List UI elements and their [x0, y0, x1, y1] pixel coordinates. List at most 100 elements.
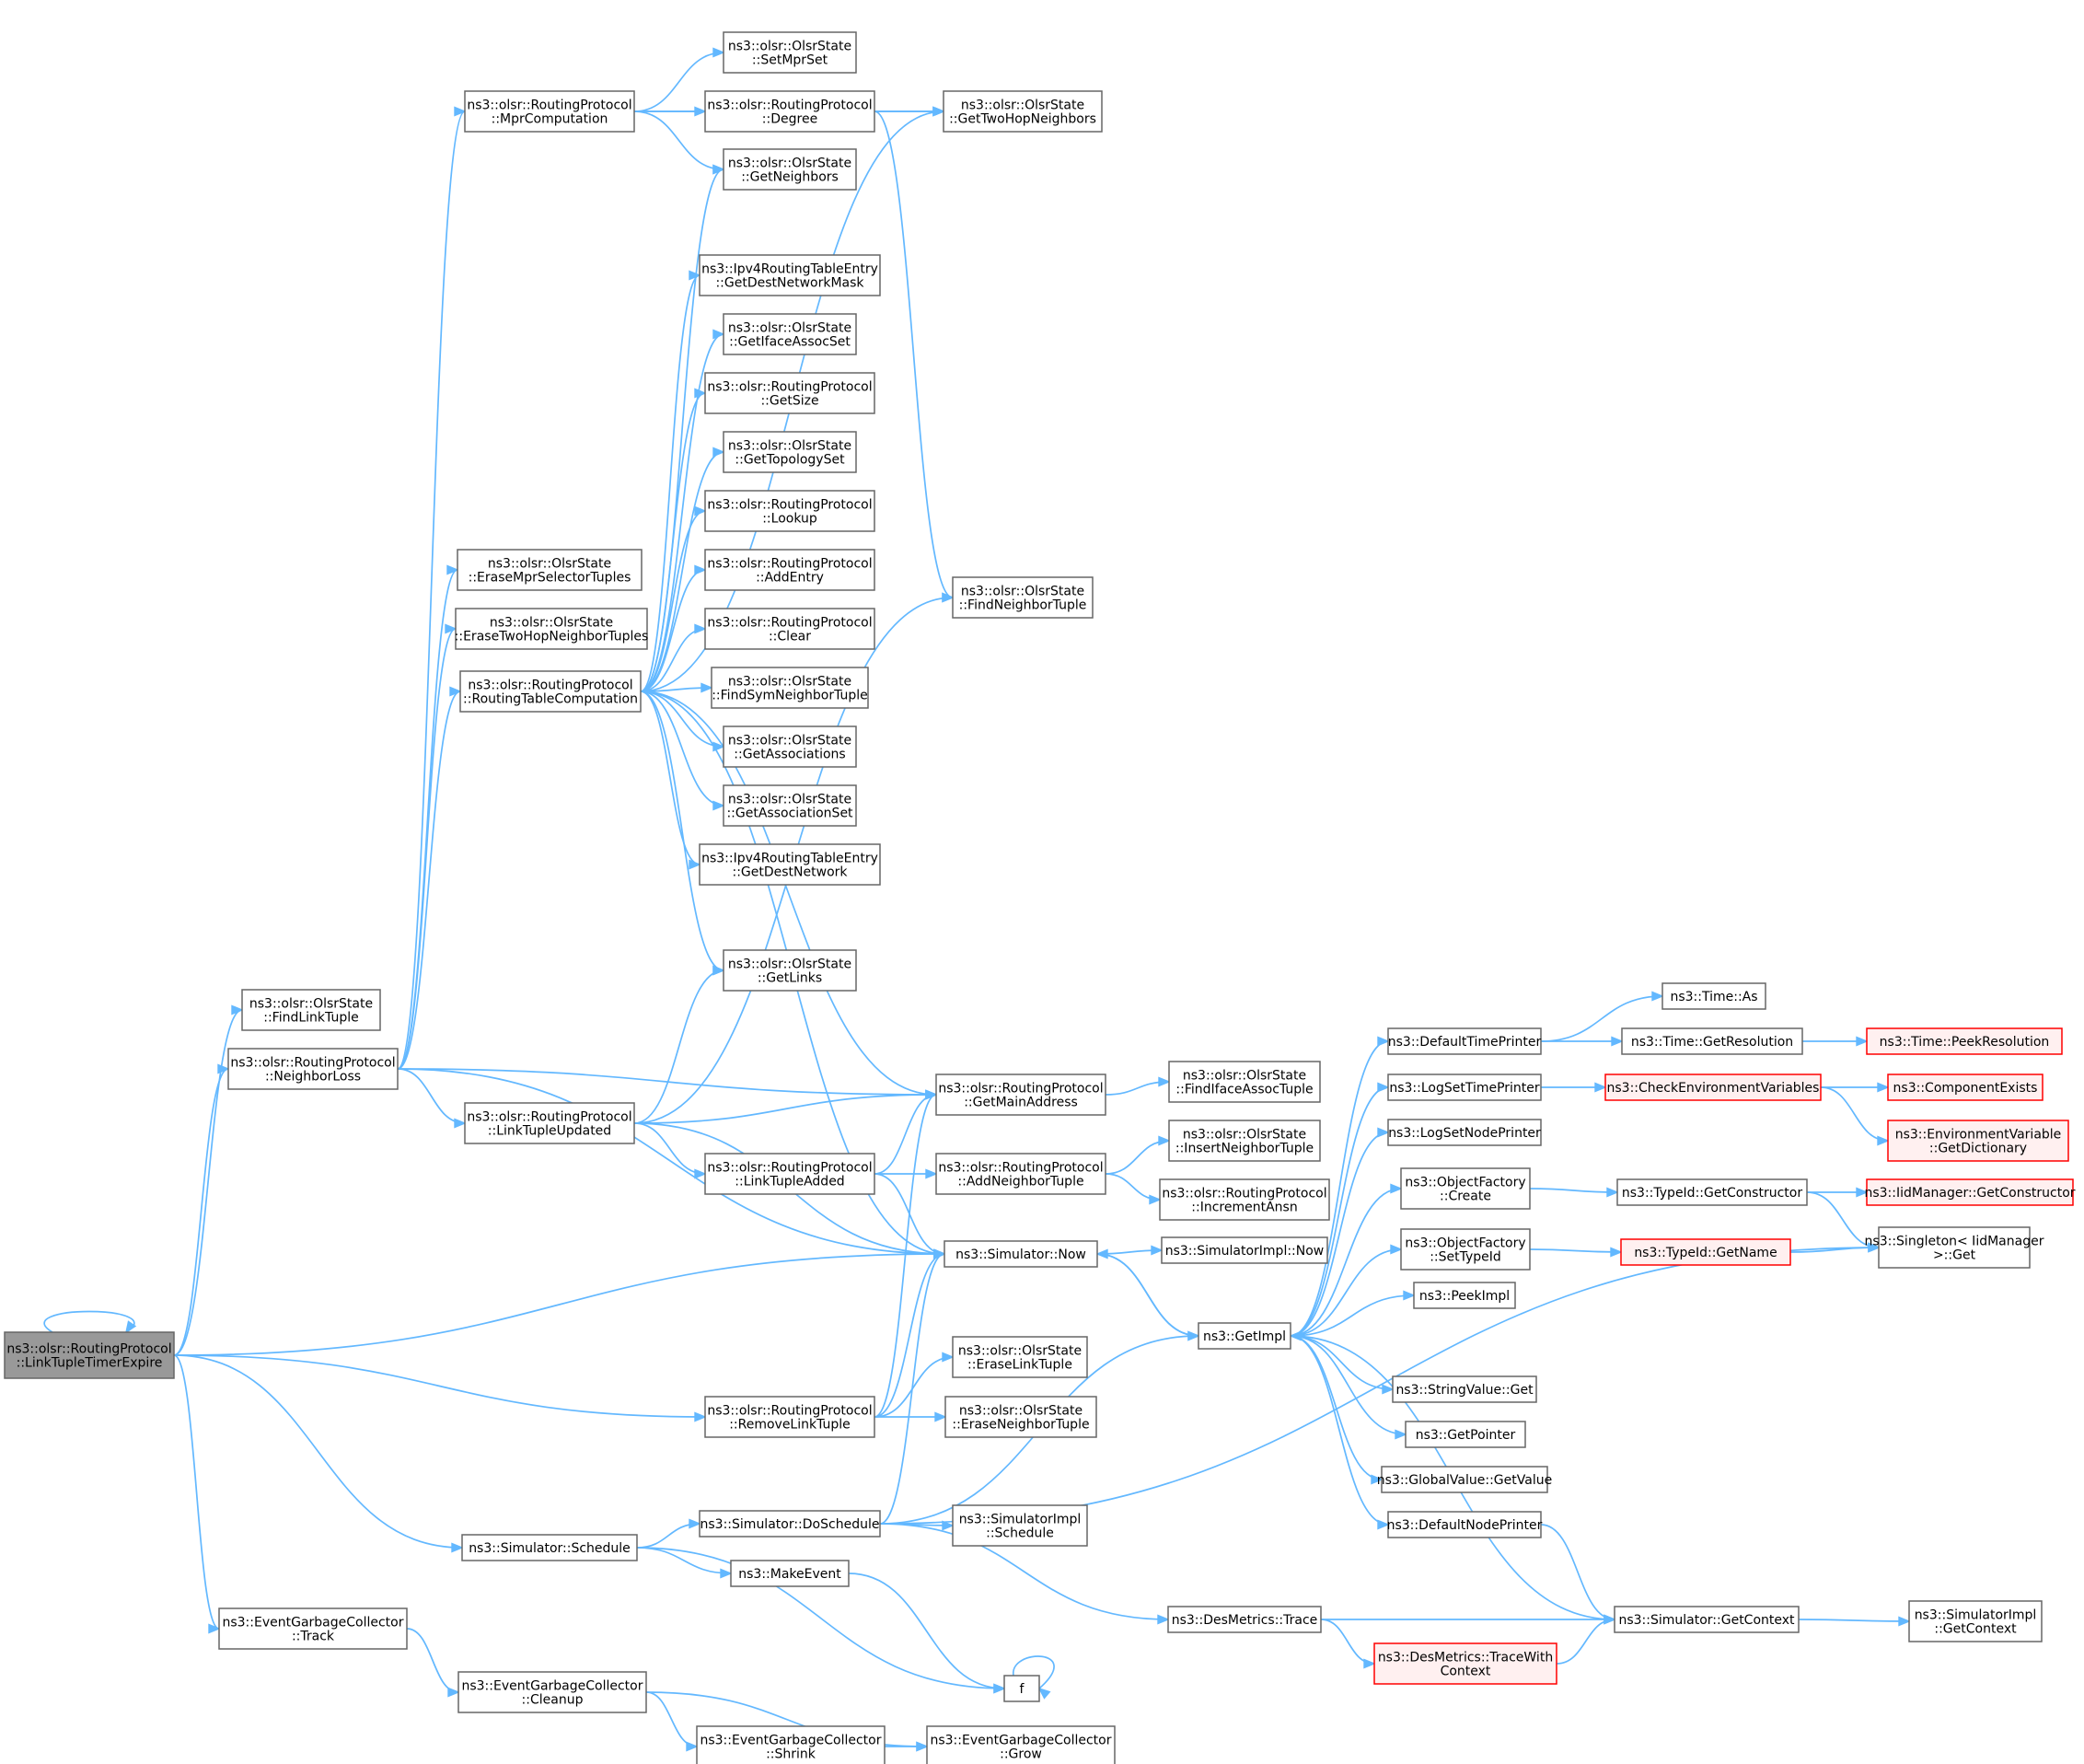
- node-cleanup[interactable]: ns3::EventGarbageCollector::Cleanup: [457, 1671, 647, 1713]
- node-eraselink[interactable]: ns3::olsr::OlsrState::EraseLinkTuple: [952, 1336, 1088, 1378]
- node-neighborloss[interactable]: ns3::olsr::RoutingProtocol::NeighborLoss: [227, 1048, 399, 1090]
- arrowhead-rtc-getsize: [694, 388, 707, 399]
- node-degree[interactable]: ns3::olsr::RoutingProtocol::Degree: [704, 90, 875, 133]
- node-addneighbor[interactable]: ns3::olsr::RoutingProtocol::AddNeighborT…: [935, 1153, 1106, 1195]
- node-typeidgetcons[interactable]: ns3::TypeId::GetConstructor: [1616, 1178, 1808, 1206]
- node-box: [1387, 1073, 1542, 1101]
- node-getdestmask[interactable]: ns3::Ipv4RoutingTableEntry::GetDestNetwo…: [699, 254, 881, 296]
- node-getsize[interactable]: ns3::olsr::RoutingProtocol::GetSize: [704, 372, 875, 414]
- node-logsettime[interactable]: ns3::LogSetTimePrinter: [1387, 1073, 1542, 1101]
- arrowhead-neighborloss-erasetwohop: [445, 623, 457, 634]
- node-label: ns3::Simulator::GetContext: [1618, 1613, 1795, 1628]
- node-box: [723, 725, 857, 768]
- node-defaultnode[interactable]: ns3::DefaultNodePrinter: [1387, 1511, 1543, 1538]
- node-label: ::FindNeighborTuple: [959, 598, 1087, 613]
- node-compexists[interactable]: ns3::ComponentExists: [1887, 1073, 2043, 1101]
- node-simimplcontext[interactable]: ns3::SimulatorImpl::GetContext: [1908, 1600, 2043, 1642]
- node-getneighbors[interactable]: ns3::olsr::OlsrState::GetNeighbors: [723, 148, 857, 191]
- node-box: [1621, 1027, 1803, 1055]
- node-label: ::Schedule: [986, 1526, 1054, 1541]
- node-box: [459, 670, 642, 713]
- node-makeevent[interactable]: ns3::MakeEvent: [730, 1560, 850, 1587]
- node-label: ns3::EnvironmentVariable: [1895, 1128, 2062, 1143]
- node-gettopology[interactable]: ns3::olsr::OlsrState::GetTopologySet: [723, 431, 857, 473]
- node-getimpl[interactable]: ns3::GetImpl: [1198, 1322, 1291, 1350]
- node-setmpr[interactable]: ns3::olsr::OlsrState::SetMprSet: [723, 31, 857, 74]
- edge-removelink-getmain: [874, 1094, 937, 1418]
- node-label: ::LinkTupleTimerExpire: [17, 1356, 163, 1371]
- node-schedule[interactable]: ns3::Simulator::Schedule: [461, 1534, 638, 1561]
- arrowhead-removelink-getmain: [925, 1089, 938, 1100]
- node-getcontext[interactable]: ns3::Simulator::GetContext: [1614, 1606, 1800, 1633]
- node-defaulttime[interactable]: ns3::DefaultTimePrinter: [1387, 1027, 1542, 1055]
- edge-removelink-now: [874, 1253, 945, 1418]
- arrowhead-desmetrics-tracewith: [1363, 1658, 1376, 1669]
- node-ofsettype[interactable]: ns3::ObjectFactory::SetTypeId: [1400, 1228, 1531, 1271]
- node-peekres[interactable]: ns3::Time::PeekResolution: [1866, 1027, 2063, 1055]
- node-timeas[interactable]: ns3::Time::As: [1661, 982, 1766, 1010]
- node-simimplschedule[interactable]: ns3::SimulatorImpl::Schedule: [952, 1504, 1088, 1547]
- node-peekimpl[interactable]: ns3::PeekImpl: [1413, 1282, 1516, 1309]
- node-box: [944, 1240, 1098, 1268]
- node-getdestnet[interactable]: ns3::Ipv4RoutingTableEntry::GetDestNetwo…: [699, 843, 881, 886]
- node-iidgetcons[interactable]: ns3::IidManager::GetConstructor: [1864, 1178, 2076, 1206]
- node-typeidgetname[interactable]: ns3::TypeId::GetName: [1620, 1238, 1791, 1266]
- node-erasemprsel[interactable]: ns3::olsr::OlsrState::EraseMprSelectorTu…: [457, 549, 643, 591]
- node-shrink[interactable]: ns3::EventGarbageCollector::Shrink: [696, 1725, 886, 1764]
- node-ofcreate[interactable]: ns3::ObjectFactory::Create: [1400, 1167, 1531, 1210]
- node-lookup[interactable]: ns3::olsr::RoutingProtocol::Lookup: [704, 490, 875, 532]
- node-singleton[interactable]: ns3::Singleton< IidManager>::Get: [1865, 1226, 2044, 1269]
- node-now[interactable]: ns3::Simulator::Now: [944, 1240, 1098, 1268]
- edge-f-f: [1013, 1655, 1055, 1689]
- node-getpointer[interactable]: ns3::GetPointer: [1405, 1421, 1526, 1448]
- node-stringget[interactable]: ns3::StringValue::Get: [1392, 1375, 1537, 1403]
- node-getmain[interactable]: ns3::olsr::RoutingProtocol::GetMainAddre…: [935, 1073, 1106, 1116]
- node-gettwohop[interactable]: ns3::olsr::OlsrState::GetTwoHopNeighbors: [943, 90, 1103, 133]
- node-ltu[interactable]: ns3::olsr::RoutingProtocol::LinkTupleUpd…: [464, 1102, 635, 1144]
- edge-doschedule-desmetrics: [879, 1523, 1169, 1620]
- node-envdict[interactable]: ns3::EnvironmentVariable::GetDictionary: [1887, 1120, 2069, 1162]
- arrowhead-logsettime-checkenv: [1594, 1082, 1607, 1093]
- node-findneighbor[interactable]: ns3::olsr::OlsrState::FindNeighborTuple: [952, 576, 1094, 619]
- node-checkenv[interactable]: ns3::CheckEnvironmentVariables: [1604, 1073, 1822, 1101]
- node-f[interactable]: f: [1003, 1675, 1040, 1702]
- node-eraseneighbor[interactable]: ns3::olsr::OlsrState::EraseNeighborTuple: [944, 1396, 1097, 1438]
- node-getassocset[interactable]: ns3::olsr::OlsrState::GetAssociationSet: [723, 784, 857, 827]
- arrowhead-rtc-getiface: [712, 329, 725, 340]
- node-rtc[interactable]: ns3::olsr::RoutingProtocol::RoutingTable…: [459, 670, 642, 713]
- arrowhead-getimpl-ofcreate: [1390, 1183, 1403, 1194]
- node-globalget[interactable]: ns3::GlobalValue::GetValue: [1377, 1466, 1552, 1493]
- node-getiface[interactable]: ns3::olsr::OlsrState::GetIfaceAssocSet: [723, 313, 857, 355]
- node-addentry[interactable]: ns3::olsr::RoutingProtocol::AddEntry: [704, 549, 875, 591]
- node-doschedule[interactable]: ns3::Simulator::DoSchedule: [699, 1510, 881, 1538]
- node-root[interactable]: ns3::olsr::RoutingProtocol::LinkTupleTim…: [4, 1331, 175, 1379]
- node-logsetnode[interactable]: ns3::LogSetNodePrinter: [1387, 1119, 1542, 1146]
- node-box: [952, 1504, 1088, 1547]
- node-findifaceassoc[interactable]: ns3::olsr::OlsrState::FindIfaceAssocTupl…: [1168, 1061, 1321, 1103]
- node-label: ::NeighborLoss: [265, 1070, 361, 1085]
- node-box: [1168, 1120, 1321, 1162]
- node-mpr[interactable]: ns3::olsr::RoutingProtocol::MprComputati…: [464, 90, 635, 133]
- arrowhead-rtc-getdestnet: [689, 859, 701, 870]
- node-clear[interactable]: ns3::olsr::RoutingProtocol::Clear: [704, 608, 875, 650]
- node-simimplnow[interactable]: ns3::SimulatorImpl::Now: [1161, 1236, 1328, 1264]
- node-desmetrics[interactable]: ns3::DesMetrics::Trace: [1167, 1606, 1322, 1633]
- node-timegetres[interactable]: ns3::Time::GetResolution: [1621, 1027, 1803, 1055]
- arrowhead-root-schedule: [451, 1542, 464, 1553]
- node-findlink[interactable]: ns3::olsr::OlsrState::FindLinkTuple: [241, 989, 381, 1031]
- node-track[interactable]: ns3::EventGarbageCollector::Track: [218, 1607, 408, 1650]
- node-findsym[interactable]: ns3::olsr::OlsrState::FindSymNeighborTup…: [711, 667, 869, 709]
- edge-neighborloss-erasetwohop: [397, 628, 457, 1070]
- node-grow[interactable]: ns3::EventGarbageCollector::Grow: [926, 1725, 1116, 1764]
- node-removelink[interactable]: ns3::olsr::RoutingProtocol::RemoveLinkTu…: [704, 1396, 875, 1438]
- node-incansn[interactable]: ns3::olsr::RoutingProtocol::IncrementAns…: [1159, 1178, 1330, 1221]
- node-getlinks[interactable]: ns3::olsr::OlsrState::GetLinks: [723, 949, 857, 992]
- arrowhead-f-f: [1037, 1687, 1051, 1700]
- node-lta[interactable]: ns3::olsr::RoutingProtocol::LinkTupleAdd…: [704, 1153, 875, 1195]
- node-label: ns3::TypeId::GetName: [1634, 1246, 1777, 1260]
- node-label: f: [1020, 1682, 1025, 1697]
- node-insertneighbor[interactable]: ns3::olsr::OlsrState::InsertNeighborTupl…: [1168, 1120, 1321, 1162]
- node-getassoc[interactable]: ns3::olsr::OlsrState::GetAssociations: [723, 725, 857, 768]
- node-erasetwohop[interactable]: ns3::olsr::OlsrState::EraseTwoHopNeighbo…: [455, 608, 649, 650]
